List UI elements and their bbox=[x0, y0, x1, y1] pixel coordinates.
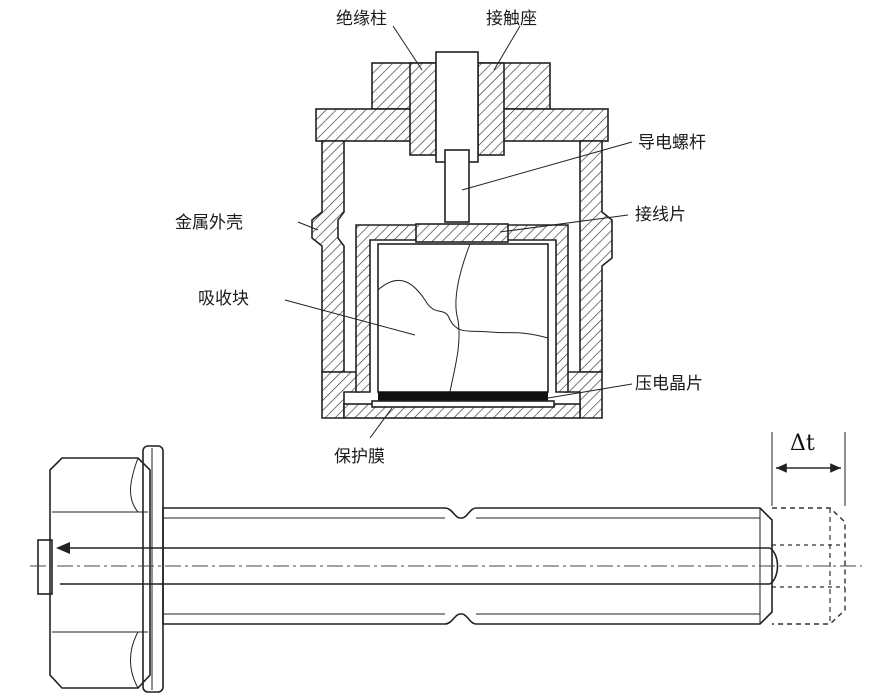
wave-path-arrow bbox=[56, 542, 70, 554]
piezo-crystal-shape bbox=[378, 392, 548, 401]
label-piezo-crystal: 压电晶片 bbox=[635, 374, 703, 394]
label-insulator: 绝缘柱 bbox=[336, 9, 387, 29]
absorber-crack-1 bbox=[377, 279, 549, 339]
label-contact-seat: 接触座 bbox=[486, 9, 537, 29]
protective-film-shape bbox=[371, 400, 555, 408]
bolt-end-cap bbox=[37, 539, 53, 595]
insulator-left bbox=[409, 62, 437, 156]
leader-absorber bbox=[284, 299, 416, 336]
absorber-crack-2 bbox=[449, 243, 471, 393]
label-absorber: 吸收块 bbox=[198, 289, 249, 309]
absorber-block bbox=[377, 243, 549, 393]
leader-terminal bbox=[499, 214, 629, 233]
contact-core bbox=[435, 51, 479, 163]
bolt-head-curve-2 bbox=[130, 631, 139, 689]
label-protective-film: 保护膜 bbox=[334, 447, 385, 467]
leader-contact-seat bbox=[493, 25, 521, 71]
bolt-hex-head bbox=[49, 457, 151, 689]
label-terminal-plate: 接线片 bbox=[635, 205, 686, 225]
leader-shell bbox=[297, 221, 319, 231]
label-delta-t: Δt bbox=[790, 431, 815, 456]
leader-screw bbox=[461, 141, 633, 191]
leader-insulator bbox=[392, 25, 423, 71]
bolt-head-curve-1 bbox=[130, 457, 139, 513]
insulator-right bbox=[477, 62, 505, 156]
sensor-section: 绝缘柱 接触座 导电螺杆 金属外壳 接线片 吸收块 压电晶片 保护膜 bbox=[175, 9, 706, 467]
bolt-flange bbox=[142, 445, 164, 693]
bolt-shank bbox=[162, 507, 773, 625]
conductive-screw-shape bbox=[444, 149, 470, 223]
leader-film bbox=[369, 407, 393, 439]
wave-path-turn bbox=[769, 547, 779, 585]
bolt-elongation-outline bbox=[772, 507, 846, 625]
shell-wall-right bbox=[579, 140, 613, 373]
leader-piezo bbox=[547, 383, 633, 399]
terminal-plate-shape bbox=[415, 223, 509, 243]
label-metal-shell: 金属外壳 bbox=[175, 213, 243, 233]
label-conductive-screw: 导电螺杆 bbox=[638, 133, 706, 153]
bolt-drawing: Δt bbox=[30, 431, 862, 693]
inner-housing bbox=[355, 224, 569, 393]
shell-wall-left bbox=[311, 140, 345, 373]
